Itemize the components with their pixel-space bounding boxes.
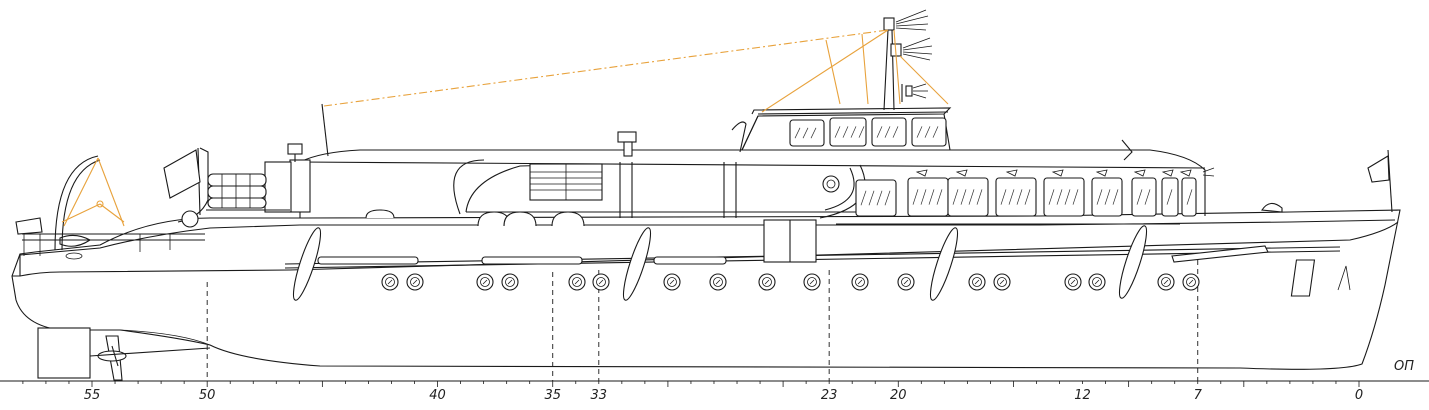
window [789, 119, 825, 147]
frame-label: 35 [544, 388, 561, 403]
porthole [851, 273, 869, 291]
frame-label: 40 [429, 388, 446, 403]
porthole [381, 273, 399, 291]
porthole [476, 273, 494, 291]
bilge-keels [292, 225, 1148, 301]
frame-label: 7 [1194, 388, 1203, 403]
superstructure [177, 147, 1206, 263]
mast-lights [895, 9, 1215, 177]
window [1131, 177, 1157, 217]
window-cap [1095, 169, 1108, 177]
portholes [381, 273, 1200, 291]
window [871, 117, 907, 147]
porthole [1064, 273, 1082, 291]
wheelhouse [731, 107, 952, 153]
porthole [803, 273, 821, 291]
frame-label: 55 [84, 388, 101, 403]
porthole [592, 273, 610, 291]
porthole [968, 273, 986, 291]
window [1091, 177, 1123, 217]
porthole [568, 273, 586, 291]
flags [163, 149, 1390, 199]
windows [789, 117, 1197, 217]
frame-label: 0 [1355, 388, 1363, 403]
window-cap [1051, 169, 1064, 177]
masts [197, 17, 1393, 216]
fender-strips [317, 245, 1269, 265]
porthole [1182, 273, 1200, 291]
window [855, 179, 897, 217]
porthole [709, 273, 727, 291]
baseline-label: ОП [1394, 359, 1414, 374]
frame-label: 50 [199, 388, 216, 403]
porthole [897, 273, 915, 291]
porthole [501, 273, 519, 291]
window-cap [1179, 169, 1192, 177]
window [947, 177, 989, 217]
frame-label: 12 [1074, 388, 1091, 403]
window-cap [1005, 169, 1018, 177]
life-raft-canisters [206, 173, 290, 211]
rigging [61, 29, 949, 227]
porthole [758, 273, 776, 291]
porthole [663, 273, 681, 291]
window [829, 117, 867, 147]
baseline-scale: ОП [0, 359, 1429, 387]
porthole [1088, 273, 1106, 291]
window [1181, 177, 1197, 217]
window [1043, 177, 1085, 217]
window [1161, 177, 1179, 217]
frame-label: 20 [890, 388, 907, 403]
porthole [993, 273, 1011, 291]
frame-labels: 55 50 40 35 33 23 20 12 7 0 [84, 388, 1363, 403]
frame-label: 23 [821, 388, 838, 403]
propulsion [37, 327, 211, 381]
porthole [1157, 273, 1175, 291]
stern-davit [15, 155, 205, 260]
window-cap [955, 169, 968, 177]
window [911, 117, 947, 147]
window-cap [915, 169, 928, 177]
frame-lines [206, 260, 1199, 381]
window-cap [1161, 169, 1174, 177]
window [907, 177, 949, 217]
porthole [406, 273, 424, 291]
window [995, 177, 1037, 217]
window-cap [1133, 169, 1146, 177]
frame-label: 33 [591, 388, 608, 403]
